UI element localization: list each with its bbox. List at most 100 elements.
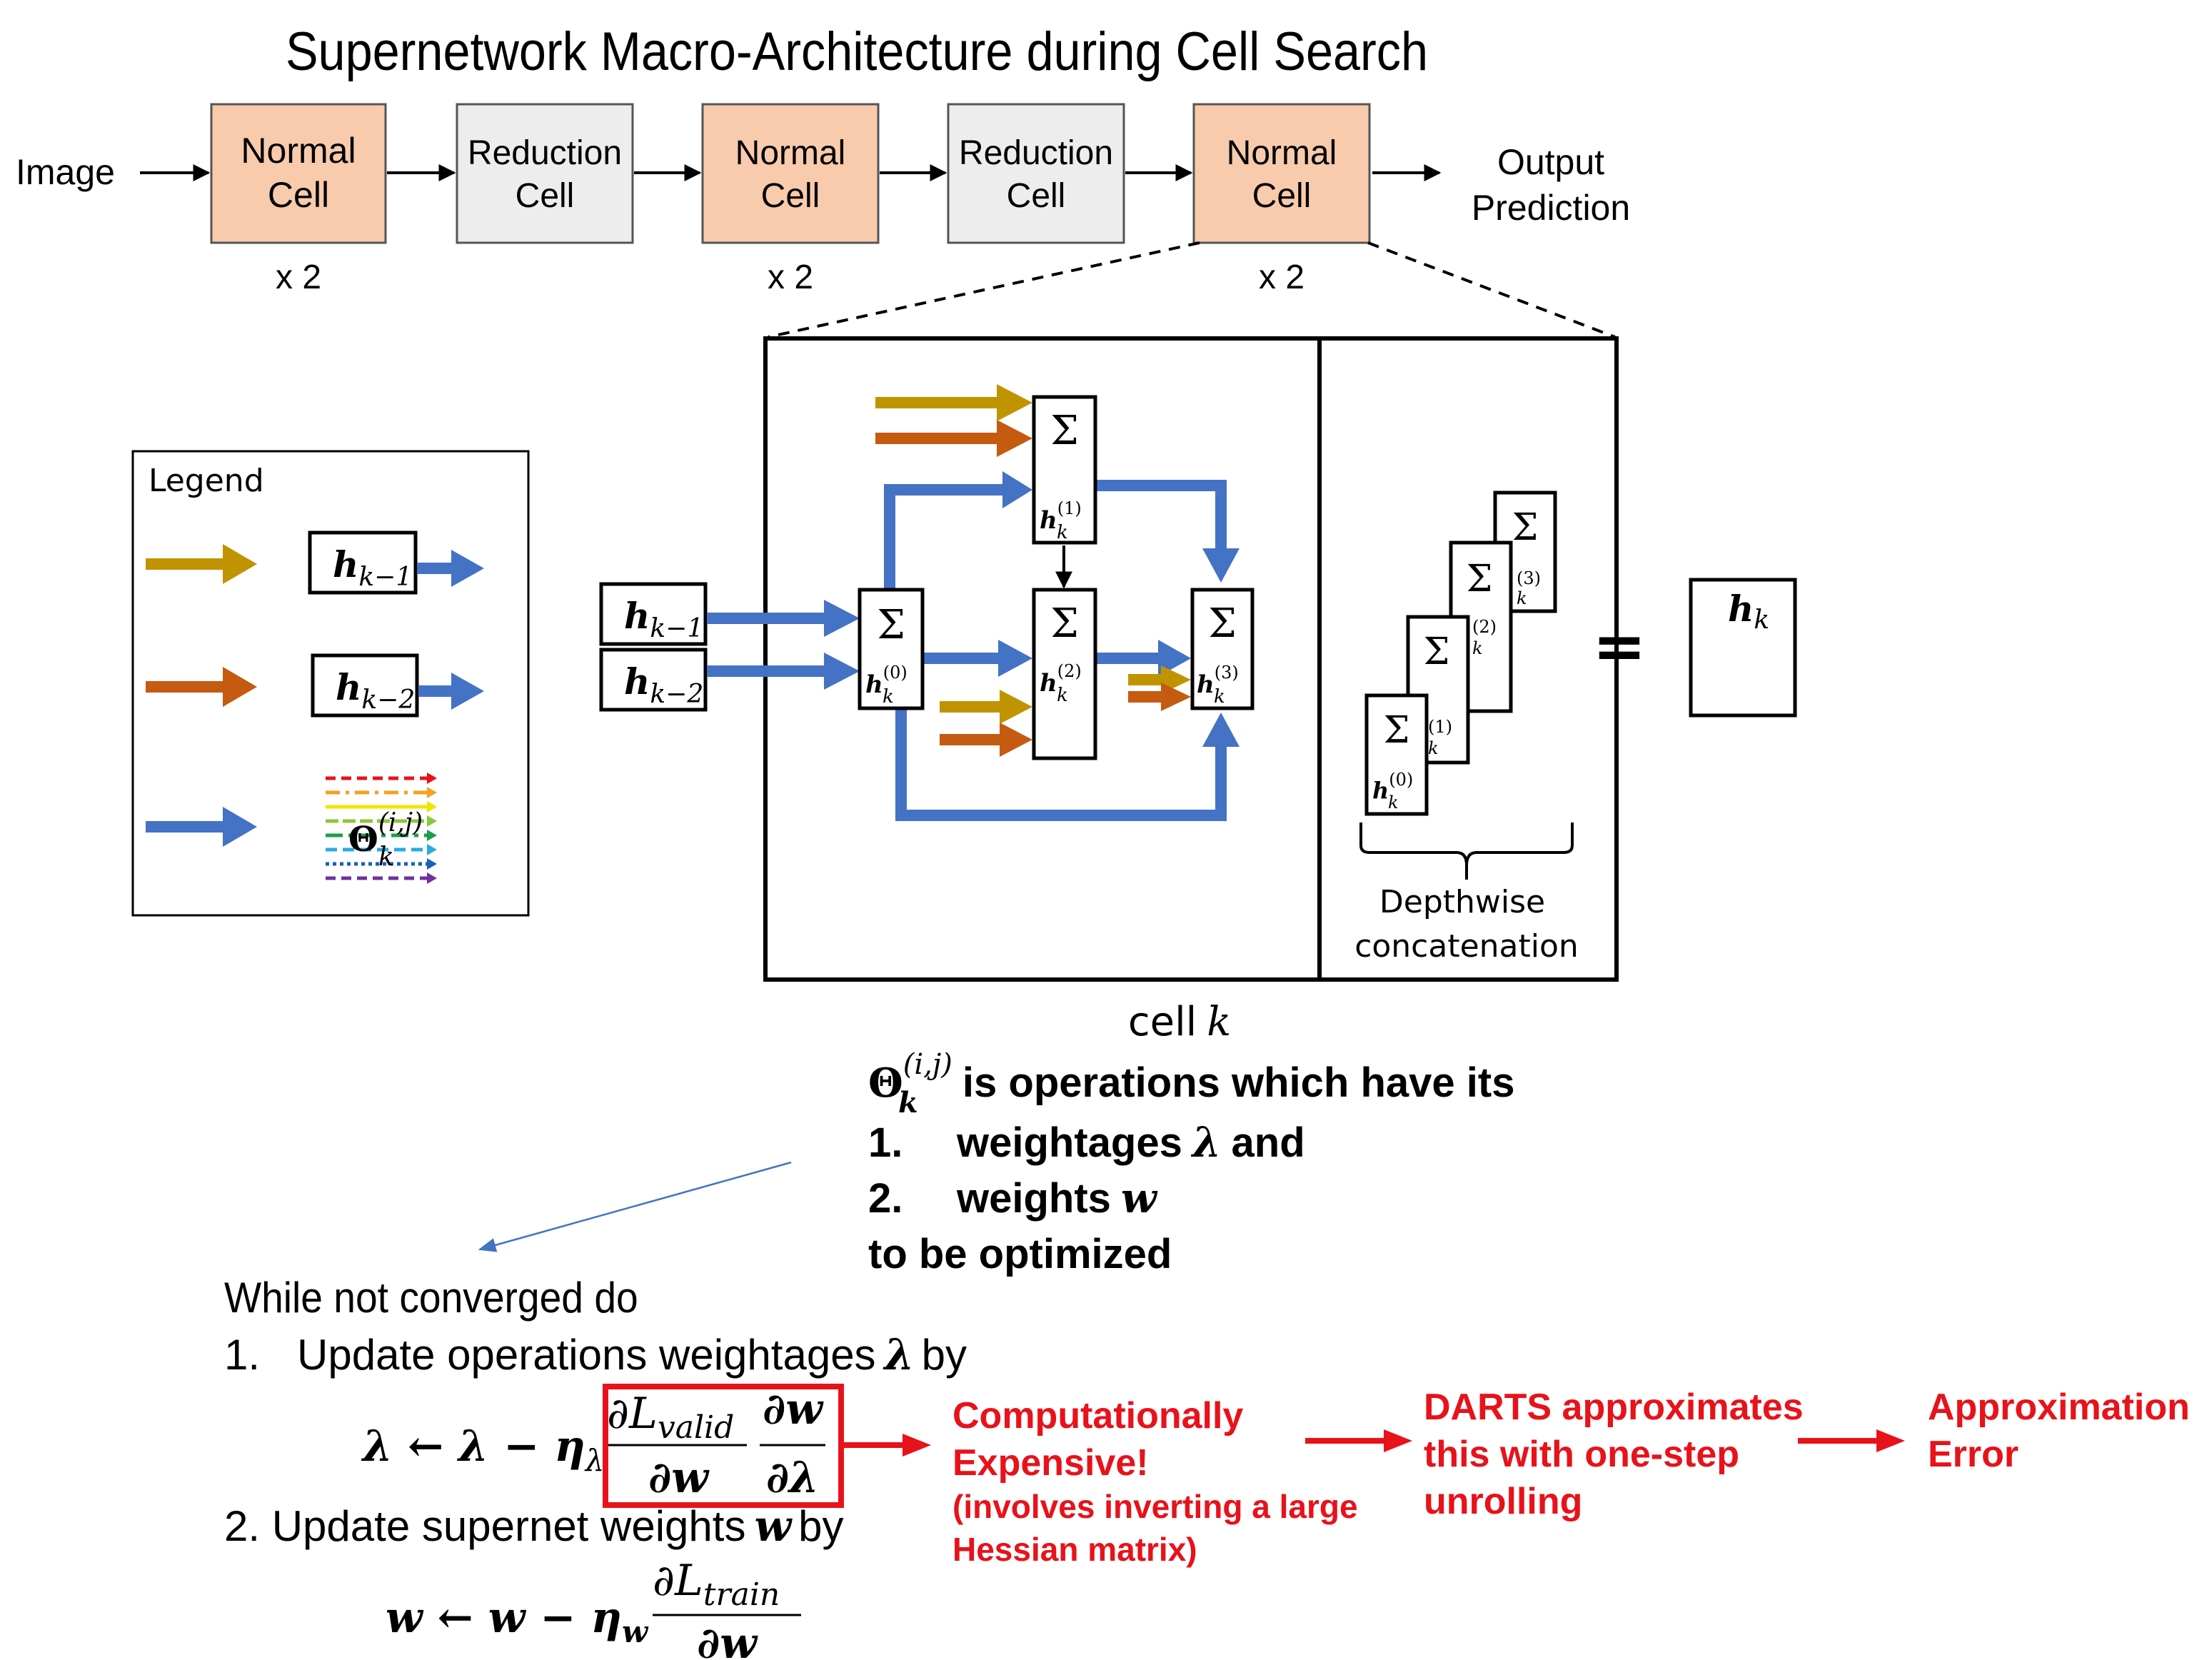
stack-sup-0: (0) (1389, 770, 1413, 790)
sum-icon: Σ (1467, 558, 1493, 600)
algorithm: While not converged do 1.Update operatio… (224, 1274, 967, 1660)
node-h: h (865, 670, 883, 699)
orange-arrow-icon (1000, 723, 1032, 757)
node-sub: k (883, 686, 894, 708)
note2-line1: DARTS approximates (1424, 1387, 1804, 1428)
node-sub: k (1214, 686, 1225, 708)
cell-label-line1: Reduction (959, 134, 1113, 172)
legend-theta-label: Θ(i,j) (348, 808, 423, 860)
legend-hk1-sub: k−1 (358, 563, 412, 592)
note-item2-text: weights (956, 1175, 1111, 1222)
eq2-num-text: ∂L (653, 1556, 703, 1606)
input-hk2-box (599, 648, 708, 712)
output-hk-h: h (1728, 588, 1754, 630)
eq1-num1-sub: valid (658, 1409, 734, 1446)
eq2-lhs-sub: w (622, 1614, 649, 1649)
legend-theta-sub: k (378, 842, 394, 872)
note-theta-sup: (i,j) (903, 1048, 952, 1081)
direct-input-edges (875, 384, 1191, 757)
cell-label-line2: Cell (761, 177, 820, 215)
eq1-num1-text: ∂L (607, 1389, 658, 1439)
eq1-num1: ∂Lvalid (607, 1389, 734, 1446)
stack-sup-2: (2) (1472, 617, 1497, 637)
note2-line3: unrolling (1424, 1481, 1582, 1522)
algo-step2-text: 2. Update supernet weights (224, 1502, 745, 1550)
eq2-num: ∂Ltrain (653, 1556, 780, 1613)
eq2-num-sub: train (703, 1576, 780, 1613)
reduction-cell-box (947, 103, 1125, 244)
blue-arrow-icon (451, 550, 484, 587)
note-item2-num: 2. (868, 1175, 903, 1222)
node-h: h (1040, 506, 1057, 535)
expensive-term-highlight (603, 1384, 844, 1508)
input-label: Image (16, 152, 115, 192)
node-box (1032, 395, 1097, 545)
input-hk1-sub: k−1 (650, 614, 703, 643)
note1-line3: (involves inverting a large (952, 1488, 1358, 1525)
input-hk1-h: h (624, 595, 650, 637)
node-box (1032, 588, 1097, 760)
normal-cell-box (1192, 103, 1371, 244)
note1-line4: Hessian matrix) (952, 1531, 1197, 1568)
legend-hk1-h: h (333, 543, 358, 585)
orange-arrow-icon (997, 420, 1032, 457)
normal-cell-box (210, 103, 387, 244)
cell-k-diagram: hk−1 hk−2 (599, 336, 1797, 1045)
node-label: h(0) (865, 663, 908, 699)
node-h: h (1197, 670, 1215, 699)
node-sub: k (1057, 522, 1068, 543)
cell-caption-var: k (1207, 999, 1231, 1045)
note3-line1: Approximation (1928, 1387, 2190, 1428)
note-item2-var: w (1121, 1174, 1158, 1222)
cell-label-line1: Normal (735, 134, 846, 172)
cell-label-line1: Reduction (468, 134, 622, 172)
sum-icon: Σ (1050, 408, 1079, 454)
node-3: Σ h(3) k (1190, 588, 1255, 710)
note-line1: Θ(i,j)is operations which have its (868, 1048, 1514, 1107)
normal-cell-box (701, 103, 880, 244)
stack-sub-2: k (1472, 638, 1483, 658)
eq1-lhs-text: λ ← λ − η (361, 1422, 585, 1472)
concat-brace (1359, 823, 1574, 880)
legend-theta-symbol: Θ (348, 820, 378, 860)
sum-icon: Σ (1050, 600, 1079, 647)
note-line4: to be optimized (868, 1231, 1172, 1277)
node-box (1190, 588, 1255, 710)
node-label: h(2) (1040, 661, 1082, 698)
algo-step1-var: λ (883, 1330, 915, 1380)
eq1-den2: ∂λ (766, 1453, 819, 1503)
eq1-lhs-sub: λ (584, 1443, 605, 1478)
zoom-line-left (768, 241, 1200, 338)
sum-icon: Σ (1384, 709, 1410, 752)
stack-label-0: h(0) (1372, 770, 1413, 804)
algo-step2-var: w (754, 1501, 793, 1551)
legend-hk1-box (308, 530, 418, 595)
note-item1-var: λ (1190, 1118, 1222, 1167)
note-line1-rest: is operations which have its (962, 1060, 1515, 1106)
node-2: Σ h(2) k (1032, 588, 1097, 760)
cell-label-line1: Normal (1227, 134, 1337, 172)
algo-step1-text: Update operations weightages (297, 1331, 876, 1379)
note-theta-sub: k (898, 1086, 918, 1120)
note-item1-num: 1. (868, 1120, 903, 1166)
concat-label-line2: concatenation (1354, 928, 1579, 965)
red-annotations: Computationally Expensive! (involves inv… (843, 1387, 2190, 1568)
pipeline-cell-3: Normal Cell x 2 (701, 103, 880, 296)
stack-sub-3: k (1517, 588, 1527, 608)
cell-label-line2: Cell (1252, 177, 1312, 215)
zoom-line-right (1367, 241, 1616, 338)
stack-sup-1: (1) (1428, 717, 1452, 737)
concat-label-line1: Depthwise (1379, 884, 1545, 920)
cell-label-line2: Cell (516, 177, 575, 215)
eq1-num2: ∂w (763, 1384, 824, 1434)
legend: Legend hk−1 hk−2 (131, 450, 530, 917)
eq1-den1: ∂w (648, 1453, 710, 1503)
note3-line2: Error (1928, 1434, 2019, 1475)
legend-hk2-sub: k−2 (361, 685, 415, 715)
gold-arrow-icon (997, 384, 1032, 421)
sum-icon: Σ (1512, 506, 1539, 549)
